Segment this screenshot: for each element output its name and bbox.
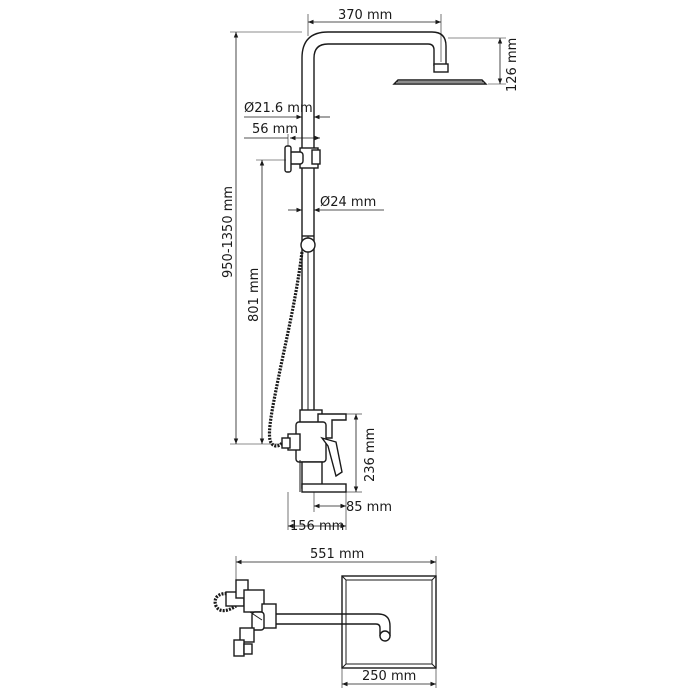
- label-mixer-depth: 156 mm: [290, 519, 344, 534]
- dimension-spout-length: 85 mm: [313, 492, 392, 515]
- rain-head-top: [341, 575, 437, 669]
- label-mixer-height: 236 mm: [363, 428, 378, 482]
- mixer-body: [281, 409, 347, 493]
- label-total-width: 551 mm: [310, 547, 364, 562]
- dimension-rail-inner: Ø24 mm: [288, 195, 384, 213]
- dimension-total-width: 551 mm: [235, 547, 437, 580]
- dimension-holder-offset: 56 mm: [244, 122, 320, 146]
- dimension-head-arm: 370 mm: [307, 8, 442, 62]
- side-view: 370 mm 126 mm Ø21.6 mm 56 mm Ø24 mm: [221, 8, 520, 534]
- dimension-total-height: 950-1350 mm: [221, 31, 302, 445]
- dimension-hose-height: 801 mm: [247, 159, 286, 444]
- top-view: 551 mm: [213, 547, 437, 688]
- mixer-top: [213, 579, 277, 657]
- rail-clamp: [300, 235, 316, 253]
- handshower-holder: [284, 145, 321, 173]
- label-head-arm-length: 370 mm: [338, 8, 392, 23]
- label-rail-inner-diameter: Ø24 mm: [320, 195, 376, 210]
- dimension-head-height: 126 mm: [448, 37, 520, 92]
- dimension-mixer-height: 236 mm: [346, 413, 378, 493]
- shower-hose: [267, 251, 304, 448]
- label-hose-height: 801 mm: [247, 268, 262, 322]
- label-head-height: 126 mm: [505, 38, 520, 92]
- label-holder-offset: 56 mm: [252, 122, 298, 137]
- shower-rail: [301, 31, 447, 418]
- dimension-mixer-depth: 156 mm: [287, 492, 347, 534]
- label-total-height: 950-1350 mm: [221, 186, 236, 278]
- rain-shower-head: [392, 63, 488, 85]
- label-rail-outer-diameter: Ø21.6 mm: [244, 101, 313, 116]
- shower-arm-top: [262, 613, 391, 642]
- label-spout-length: 85 mm: [346, 500, 392, 515]
- dimension-head-width: 250 mm: [341, 668, 437, 688]
- label-head-width: 250 mm: [362, 669, 416, 684]
- dimension-rail-outer: Ø21.6 mm: [244, 101, 330, 120]
